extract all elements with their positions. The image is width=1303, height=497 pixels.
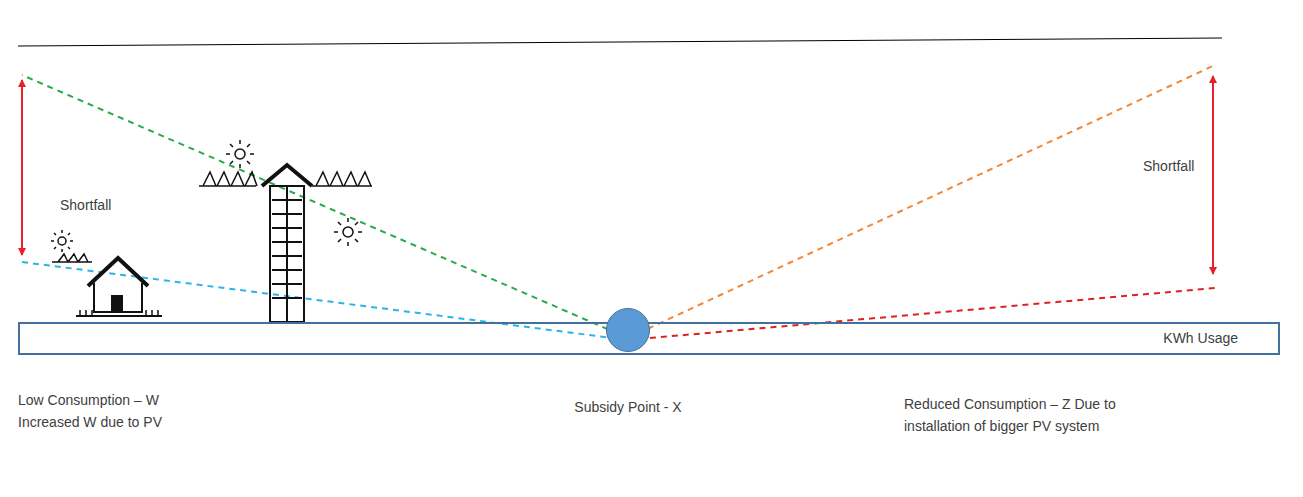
house-icon [52,254,162,316]
shortfall-label: Shortfall [60,194,180,216]
orange-dashed-line [628,65,1215,338]
green-dashed-line [22,75,628,338]
sun-icon [51,140,362,252]
subsidy-point-circle: Subsidy Point - X [606,308,650,352]
blue-dashed-line [22,262,628,340]
axis-label: KWh Usage [1163,324,1238,353]
shortfall-label: Shortfall [1143,155,1263,177]
low-consumption-note: Low Consumption – W Increased W due to P… [18,389,193,433]
point-label: Subsidy Point - X [574,399,681,415]
shortfall-arrow [1212,76,1214,274]
top-line [18,38,1222,46]
building-icon [199,165,372,322]
shortfall-arrow [21,80,23,255]
red-dashed-line [628,288,1215,340]
reduced-consumption-note: Reduced Consumption – Z Due to installat… [904,393,1149,437]
